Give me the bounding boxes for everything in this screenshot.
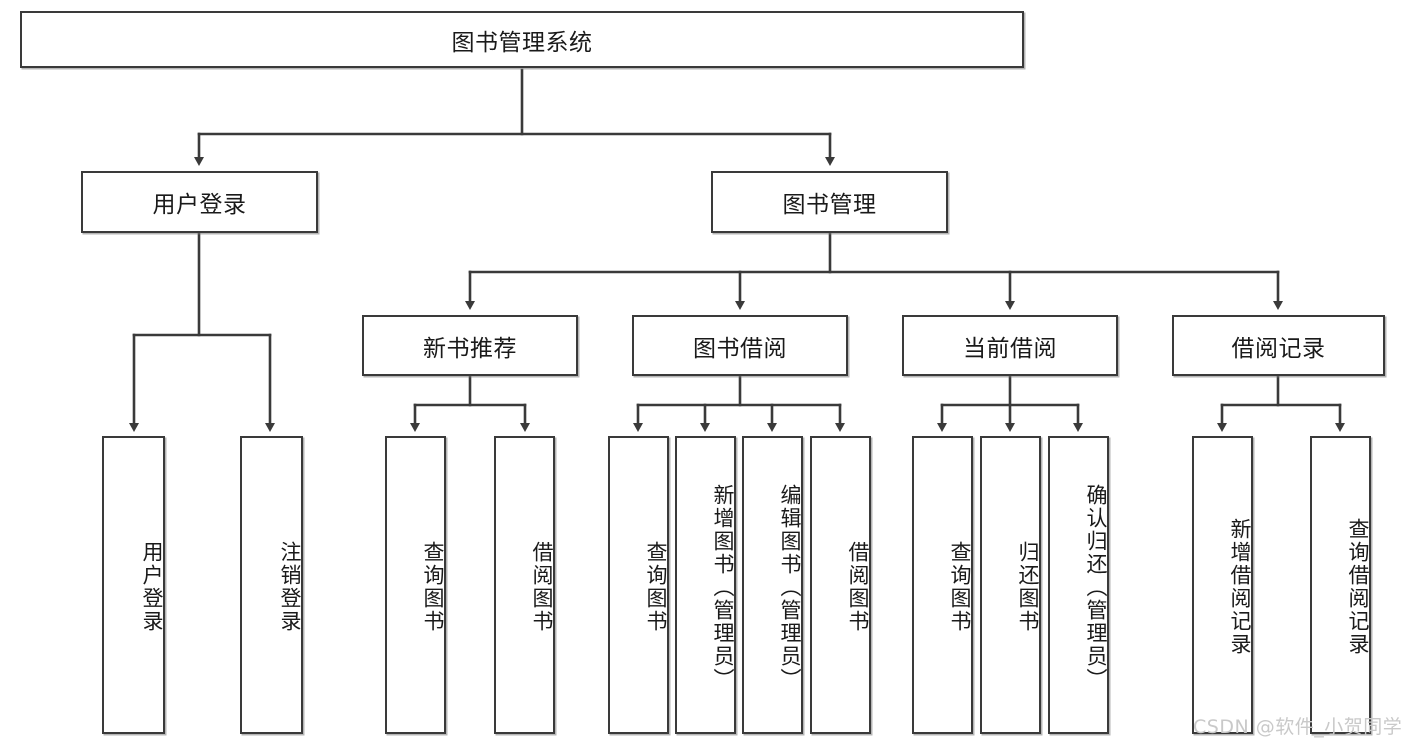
node-leaf-user-login[interactable]: 用户登录	[102, 436, 165, 734]
node-leaf-add-book-label: 新增图书（管理员）	[711, 483, 735, 691]
node-leaf-borrow-book-b-label: 借阅图书	[846, 541, 870, 633]
node-leaf-borrow-book-b[interactable]: 借阅图书	[810, 436, 871, 734]
node-new-book-rec-label: 新书推荐	[423, 335, 517, 362]
node-user-login-label: 用户登录	[152, 192, 247, 218]
node-borrow-record[interactable]: 借阅记录	[1172, 315, 1385, 376]
node-leaf-add-record-label: 新增借阅记录	[1228, 518, 1252, 656]
node-leaf-logout-label: 注销登录	[278, 541, 302, 633]
node-leaf-query-book-b-label: 查询图书	[644, 541, 668, 633]
node-current-borrow[interactable]: 当前借阅	[902, 315, 1118, 376]
node-leaf-add-book[interactable]: 新增图书（管理员）	[675, 436, 736, 734]
node-leaf-borrow-book-a[interactable]: 借阅图书	[494, 436, 555, 734]
node-leaf-return-book-label: 归还图书	[1016, 541, 1040, 633]
node-book-manage[interactable]: 图书管理	[711, 171, 948, 233]
node-leaf-confirm-return-label: 确认归还（管理员）	[1084, 483, 1108, 691]
node-leaf-logout[interactable]: 注销登录	[240, 436, 303, 734]
node-root[interactable]: 图书管理系统	[20, 11, 1024, 68]
node-book-borrow-label: 图书借阅	[693, 335, 787, 362]
node-leaf-query-book-c-label: 查询图书	[948, 541, 972, 633]
node-new-book-rec[interactable]: 新书推荐	[362, 315, 578, 376]
node-leaf-query-book-a[interactable]: 查询图书	[385, 436, 446, 734]
node-leaf-return-book[interactable]: 归还图书	[980, 436, 1041, 734]
node-leaf-edit-book[interactable]: 编辑图书（管理员）	[742, 436, 803, 734]
node-leaf-query-record[interactable]: 查询借阅记录	[1310, 436, 1371, 734]
node-user-login[interactable]: 用户登录	[81, 171, 318, 233]
node-book-manage-label: 图书管理	[782, 192, 877, 218]
node-borrow-record-label: 借阅记录	[1231, 335, 1326, 362]
node-root-label: 图书管理系统	[451, 29, 593, 56]
node-leaf-query-record-label: 查询借阅记录	[1346, 518, 1370, 656]
node-leaf-add-record[interactable]: 新增借阅记录	[1192, 436, 1253, 734]
node-leaf-query-book-a-label: 查询图书	[421, 541, 445, 633]
node-book-borrow[interactable]: 图书借阅	[632, 315, 848, 376]
node-leaf-query-book-b[interactable]: 查询图书	[608, 436, 669, 734]
node-leaf-query-book-c[interactable]: 查询图书	[912, 436, 973, 734]
node-leaf-edit-book-label: 编辑图书（管理员）	[778, 483, 802, 691]
node-leaf-confirm-return[interactable]: 确认归还（管理员）	[1048, 436, 1109, 734]
node-leaf-borrow-book-a-label: 借阅图书	[530, 541, 554, 633]
node-leaf-user-login-label: 用户登录	[140, 541, 164, 633]
node-current-borrow-label: 当前借阅	[963, 335, 1057, 362]
